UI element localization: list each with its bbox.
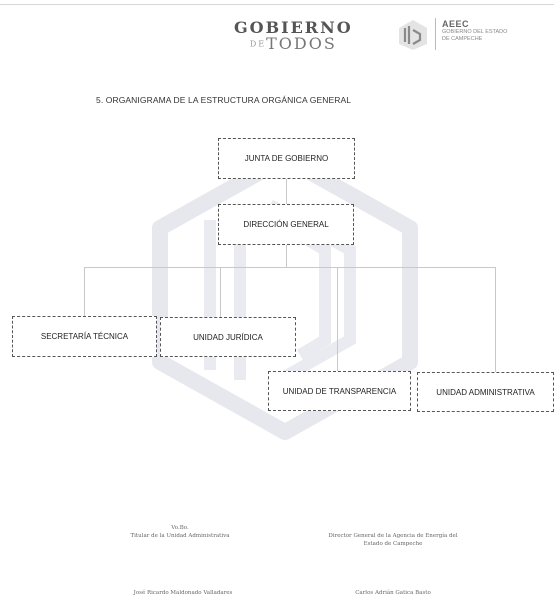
signature-right-name: Carlos Adrián Gatica Basto: [355, 590, 431, 596]
signature-vobo: Vo.Bo.: [171, 525, 189, 531]
signature-block-right: Director General de la Agencia de Energí…: [298, 533, 488, 548]
signature-left-name: José Ricardo Maldonado Valladares: [133, 590, 233, 596]
page-top-rule: [0, 4, 554, 5]
org-label-unidad-transparencia: UNIDAD DE TRANSPARENCIA: [282, 386, 397, 396]
logo-todos-line: DETODOS: [234, 36, 353, 53]
org-box-junta-de-gobierno: JUNTA DE GOBIERNO: [218, 138, 355, 179]
aeec-subtitle-2: DE CAMPECHE: [442, 36, 483, 42]
org-box-unidad-administrativa: UNIDAD ADMINISTRATIVA: [417, 372, 554, 412]
aeec-logo-icon: [399, 20, 427, 50]
logo-todos-text: TODOS: [266, 34, 337, 53]
org-box-direccion-general: DIRECCIÓN GENERAL: [218, 204, 354, 245]
org-label-junta-de-gobierno: JUNTA DE GOBIERNO: [244, 154, 329, 163]
org-box-unidad-transparencia: UNIDAD DE TRANSPARENCIA: [268, 371, 411, 411]
connector-horizontal-bus: [84, 267, 495, 268]
aeec-logo-divider: [435, 18, 436, 50]
logo-gobierno-text: GOBIERNO: [234, 18, 353, 37]
aeec-title: AEEC: [442, 19, 470, 29]
connector-drop-administrativa: [495, 267, 496, 372]
aeec-logo-text: AEEC GOBIERNO DEL ESTADO DE CAMPECHE: [442, 19, 552, 43]
connector-drop-transparencia: [337, 267, 338, 371]
signature-left-role: Titular de la Unidad Administrativa: [130, 532, 230, 539]
connector-director-stem: [286, 245, 287, 267]
org-box-secretaria-tecnica: SECRETARÍA TÉCNICA: [12, 316, 157, 357]
connector-root-to-director: [286, 179, 287, 204]
connector-drop-secretaria: [84, 267, 85, 316]
logo-de-text: DE: [249, 39, 267, 49]
signature-right-role-1: Director General de la Agencia de Energí…: [328, 533, 458, 539]
org-label-unidad-administrativa: UNIDAD ADMINISTRATIVA: [436, 387, 535, 397]
gobierno-de-todos-logo: GOBIERNO DETODOS: [234, 20, 353, 53]
section-title: 5. ORGANIGRAMA DE LA ESTRUCTURA ORGÁNICA…: [96, 95, 352, 105]
connector-drop-juridica: [220, 267, 221, 317]
aeec-subtitle-1: GOBIERNO DEL ESTADO: [442, 29, 508, 35]
org-label-unidad-juridica: UNIDAD JURÍDICA: [193, 332, 263, 342]
org-label-direccion-general: DIRECCIÓN GENERAL: [243, 220, 329, 229]
signature-block-left: Vo.Bo. Titular de la Unidad Administrati…: [100, 525, 260, 540]
org-box-unidad-juridica: UNIDAD JURÍDICA: [160, 317, 296, 357]
signature-right-role-2: Estado de Campeche: [363, 540, 423, 547]
org-label-secretaria-tecnica: SECRETARÍA TÉCNICA: [40, 332, 129, 341]
